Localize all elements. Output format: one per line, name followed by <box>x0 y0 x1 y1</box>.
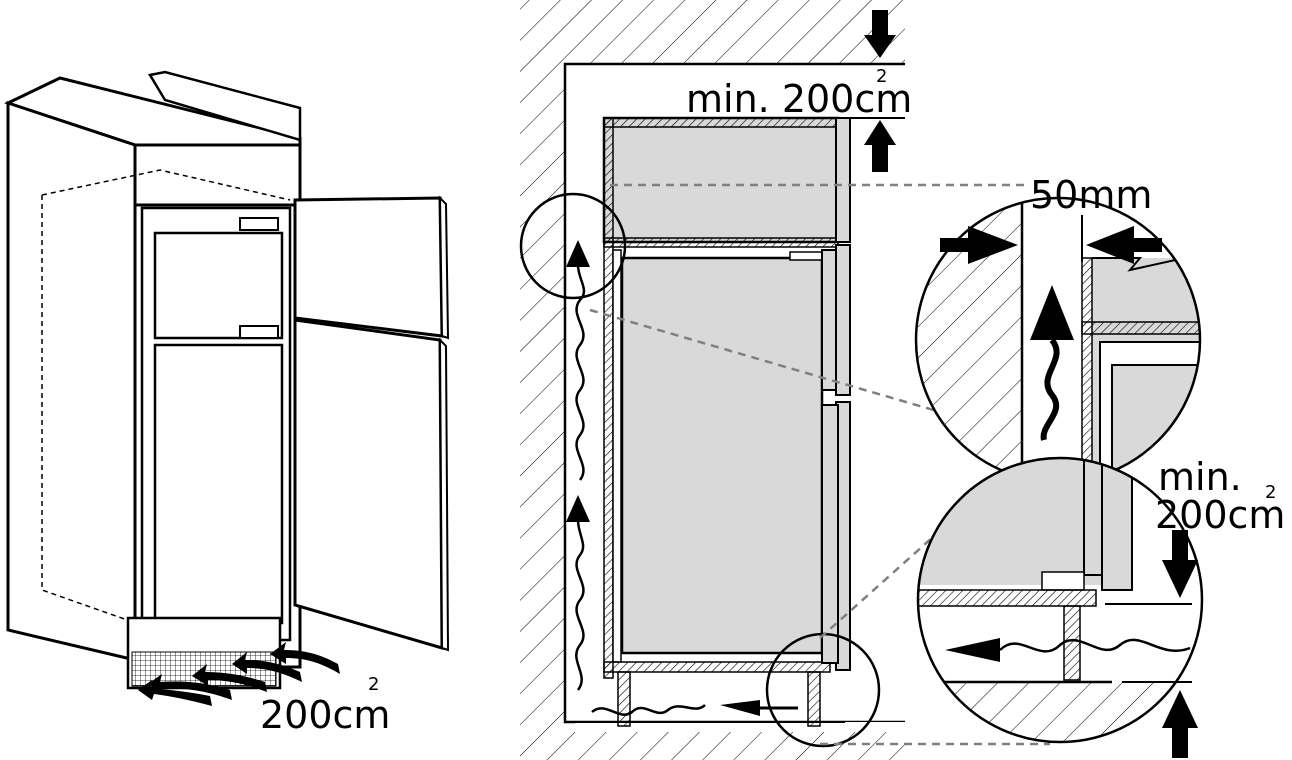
top-gap-arrow-up <box>864 120 896 172</box>
detail-top: 50mm <box>914 173 1202 484</box>
appliance-outline-dashed <box>41 169 291 629</box>
airflow-arrowhead-mid <box>566 495 590 522</box>
door-section <box>835 117 851 243</box>
wall-hatched <box>520 0 905 760</box>
lower-door-open <box>293 318 444 651</box>
left-vent-superscript: 2 <box>368 674 379 695</box>
detail-bottom: min. 200cm 2 <box>916 455 1285 758</box>
upper-door-open <box>293 196 444 338</box>
bottom-value-label: 200cm <box>1155 493 1285 537</box>
appliance-lower-box <box>620 256 824 655</box>
appliance-upper-box <box>602 116 840 244</box>
detail-marker-top <box>519 192 627 300</box>
leader-lines <box>589 183 1050 746</box>
bottom-superscript: 2 <box>1265 482 1276 503</box>
bottom-gap-arrow-up <box>1162 690 1198 758</box>
airflow-path <box>575 264 706 716</box>
inflow-arrows <box>138 642 340 706</box>
section-view: min. 200cm 2 <box>519 0 1050 760</box>
cabinet-side-panel <box>6 100 137 662</box>
top-gap-superscript: 2 <box>876 66 887 87</box>
bottom-min-label: min. <box>1158 455 1242 499</box>
gap-arrow-left <box>940 226 1018 264</box>
foot-left <box>617 671 631 727</box>
top-gap-label: min. 200cm <box>686 77 912 121</box>
freezer-compartment <box>153 231 284 340</box>
airflow-arrowhead-top <box>566 240 590 267</box>
left-vent-label: 200cm <box>260 693 390 737</box>
airflow-arrowhead-bottom <box>720 700 760 716</box>
fridge-compartment <box>153 343 284 625</box>
foot-right <box>807 671 821 727</box>
top-gap-arrow-down <box>864 10 896 58</box>
cabinet-3d-view: 200cm 2 <box>4 70 450 737</box>
gap-arrow-right <box>1086 226 1162 264</box>
detail-left-arrow <box>945 638 1000 662</box>
detail-up-arrow <box>1030 285 1074 340</box>
bottom-gap-arrow-down <box>1162 530 1198 598</box>
gap-width-label: 50mm <box>1030 173 1152 217</box>
